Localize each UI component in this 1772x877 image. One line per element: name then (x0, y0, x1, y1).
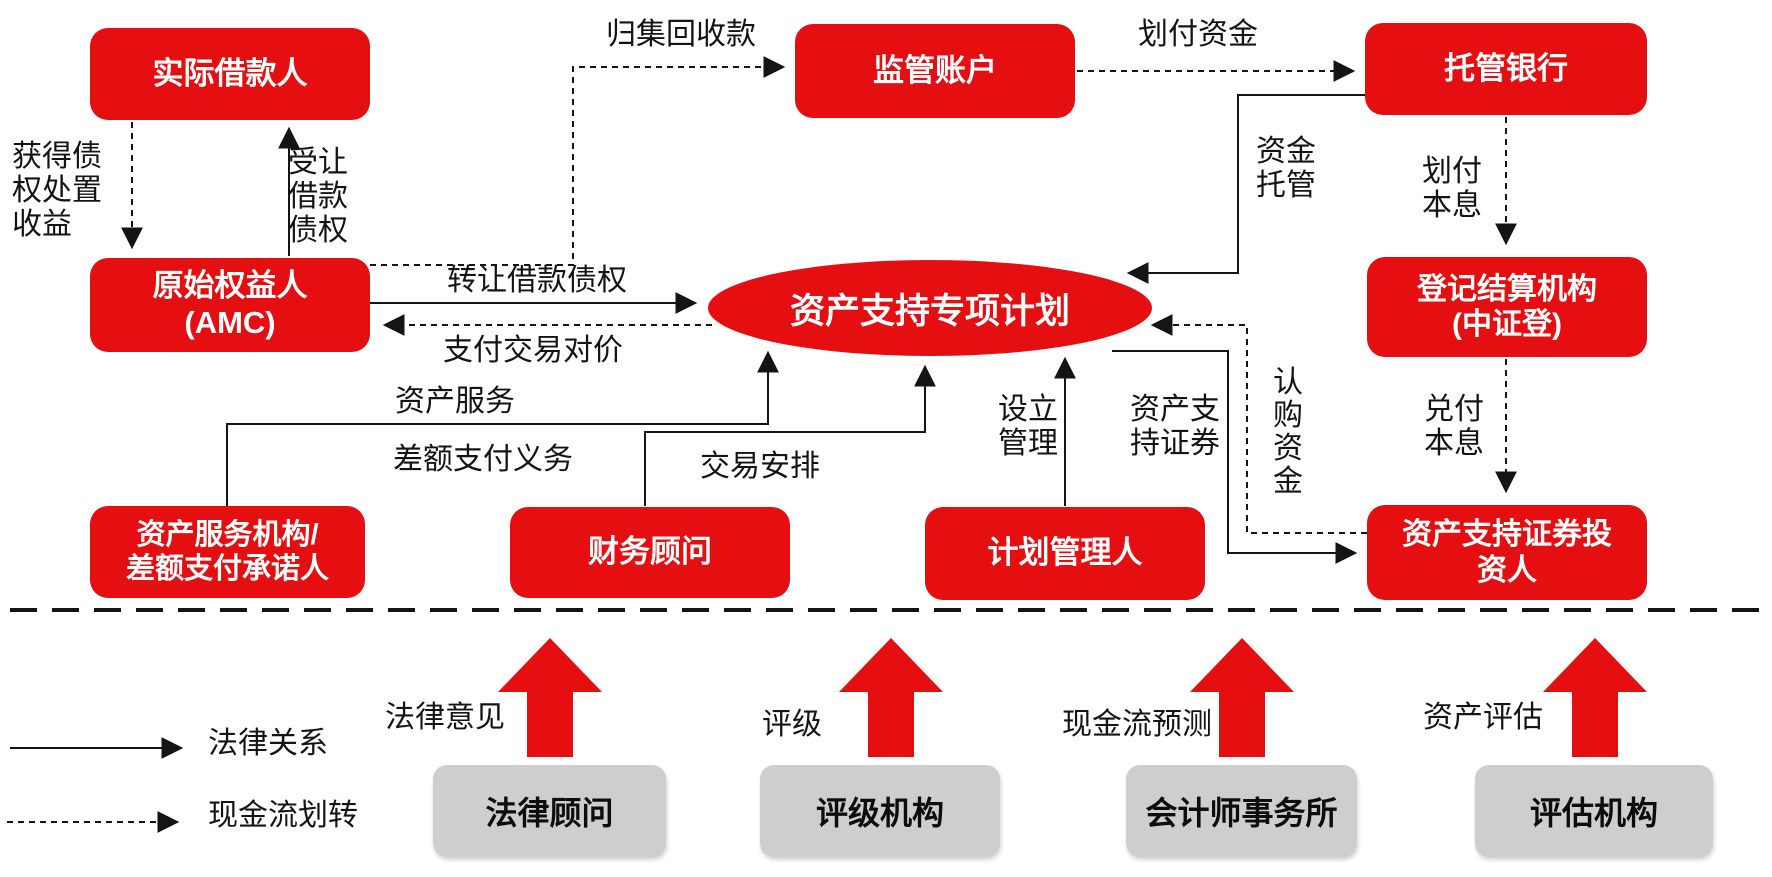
edge-subscription-funds (1150, 314, 1367, 534)
node-custodian-bank: 托管银行 (1365, 23, 1647, 115)
edge-label-redeem-principal-interest: 兑付 本息 (1424, 393, 1484, 461)
edge-asset-service (226, 350, 779, 506)
spv-ellipse (708, 260, 1152, 356)
edge-transaction-arrangement (644, 364, 936, 506)
edge-label-subscription-funds: 认 购 资 金 (1273, 366, 1304, 498)
service-label-cashflow-forecast: 现金流预测 (1062, 708, 1212, 741)
node-asset-servicer: 资产服务机构/ 差额支付承诺人 (90, 506, 365, 598)
node-accounting-firm: 会计师事务所 (1126, 765, 1357, 857)
edge-label-transfer-funds: 划付资金 (1138, 18, 1258, 51)
edge-label-assume-loan-claims: 受让 借款 债权 (288, 146, 348, 248)
edge-label-pay-principal-interest: 划付 本息 (1422, 155, 1482, 223)
node-actual-borrower: 实际借款人 (90, 28, 370, 120)
block-arrow-rating (839, 638, 943, 757)
legend-solid-label: 法律关系 (208, 727, 328, 760)
block-arrow-appraisal (1543, 638, 1647, 757)
block-arrow-legal (498, 638, 602, 757)
block-arrow-accounting (1190, 638, 1294, 757)
node-investors: 资产支持证券投 资人 (1367, 505, 1647, 600)
service-label-rating: 评级 (762, 708, 822, 741)
edge-abs-securities (1112, 350, 1358, 564)
edge-label-fund-custody: 资金 托管 (1256, 135, 1316, 203)
node-supervised-account: 监管账户 (795, 24, 1075, 118)
edge-collect-recovery (370, 56, 786, 266)
edge-label-setup-management: 设立 管理 (998, 393, 1058, 461)
edge-label-gain-disposal-proceeds: 获得债 权处置 收益 (12, 140, 102, 242)
node-legal-counsel: 法律顾问 (433, 765, 666, 857)
edge-fund-custody (1126, 94, 1365, 284)
edge-label-shortfall-payment: 差额支付义务 (393, 443, 573, 476)
edge-label-transaction-arrangement: 交易安排 (700, 450, 820, 483)
service-label-asset-appraisal: 资产评估 (1423, 701, 1543, 734)
edge-label-abs-securities: 资产支 持证券 (1130, 393, 1220, 461)
node-originator-amc: 原始权益人 (AMC) (90, 258, 370, 352)
node-spv-label: 资产支持专项计划 (789, 291, 1070, 331)
edge-label-pay-consideration: 支付交易对价 (443, 334, 623, 367)
node-plan-manager: 计划管理人 (925, 507, 1205, 600)
edge-label-asset-service: 资产服务 (395, 385, 515, 418)
service-label-legal-opinion: 法律意见 (385, 701, 505, 734)
node-rating-agency: 评级机构 (760, 765, 1000, 857)
node-appraisal-agency: 评估机构 (1475, 765, 1713, 857)
node-financial-advisor: 财务顾问 (510, 507, 790, 598)
edge-label-transfer-claims: 转让借款债权 (447, 264, 627, 297)
edge-label-collect-recovery: 归集回收款 (606, 18, 756, 51)
legend-dashed-label: 现金流划转 (208, 799, 358, 832)
node-registry: 登记结算机构 (中证登) (1367, 257, 1647, 357)
